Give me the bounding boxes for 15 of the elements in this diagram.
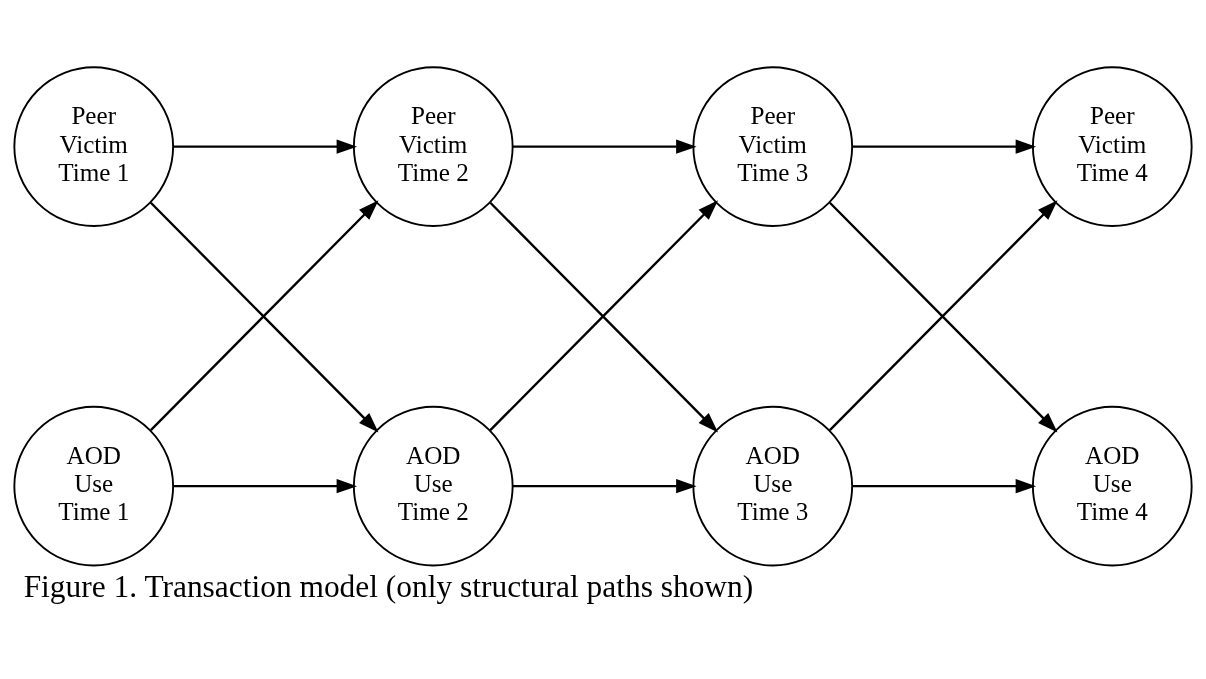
node-circle: AOD Use Time 2: [352, 405, 514, 566]
node-circle: Peer Victim Time 3: [692, 65, 854, 227]
node-circle: AOD Use Time 3: [692, 405, 854, 566]
node-circle: AOD Use Time 4: [1031, 405, 1193, 566]
node-circle: AOD Use Time 1: [13, 405, 175, 566]
arrow: [512, 478, 697, 493]
arrow: [173, 139, 358, 154]
node-circle: Peer Victim Time 2: [352, 65, 514, 227]
arrow: [852, 139, 1037, 154]
node-circle: Peer Victim Time 4: [1031, 65, 1193, 227]
arrow: [512, 139, 697, 154]
arrow: [852, 478, 1037, 493]
arrow: [173, 478, 358, 493]
caption: Figure 1. Transaction model (only structural paths shown): [23, 568, 754, 604]
node-circle: Peer Victim Time 1: [13, 65, 175, 227]
